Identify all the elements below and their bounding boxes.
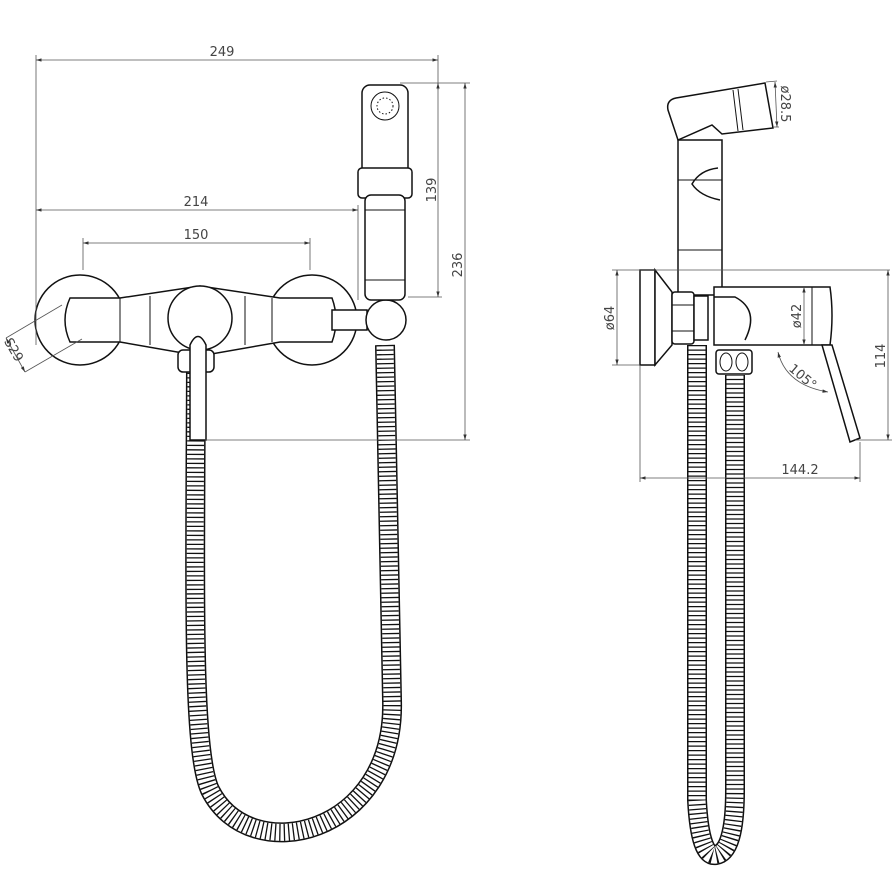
dim-nut-size: S29	[0, 336, 25, 365]
dim-flange-diameter: ø64	[603, 306, 618, 331]
side-hoses	[687, 345, 745, 866]
dim-to-outlet-width: 214	[184, 195, 209, 210]
side-lever	[821, 344, 861, 444]
front-dimensions	[5, 55, 470, 441]
outlet-arm	[331, 309, 368, 331]
side-hose-nut	[715, 349, 753, 375]
dim-overall-width: 249	[210, 45, 235, 60]
dim-depth: 144.2	[781, 463, 818, 478]
side-wall-flange	[639, 269, 656, 366]
front-hose	[185, 344, 403, 843]
side-handset-body	[677, 139, 723, 296]
dim-overall-height: 236	[451, 253, 466, 278]
outlet-connector	[365, 299, 407, 341]
front-handset	[357, 84, 413, 301]
dim-centers-width: 150	[184, 228, 209, 243]
mixer-lever	[189, 335, 207, 441]
side-dimensions	[612, 80, 892, 482]
dim-body-diameter: ø42	[790, 304, 805, 329]
dim-handset-diameter: ø28.5	[777, 86, 792, 123]
side-hex-nut	[671, 291, 695, 345]
side-mixer-body	[713, 286, 833, 346]
dim-handset-height: 139	[425, 178, 440, 203]
side-handset-head	[666, 82, 774, 142]
front-view: 249 214 150 S29 139 236	[0, 45, 470, 843]
side-view: ø28.5 ø64 ø42 114 105° 144.2	[603, 80, 892, 866]
dim-height: 114	[874, 344, 889, 369]
